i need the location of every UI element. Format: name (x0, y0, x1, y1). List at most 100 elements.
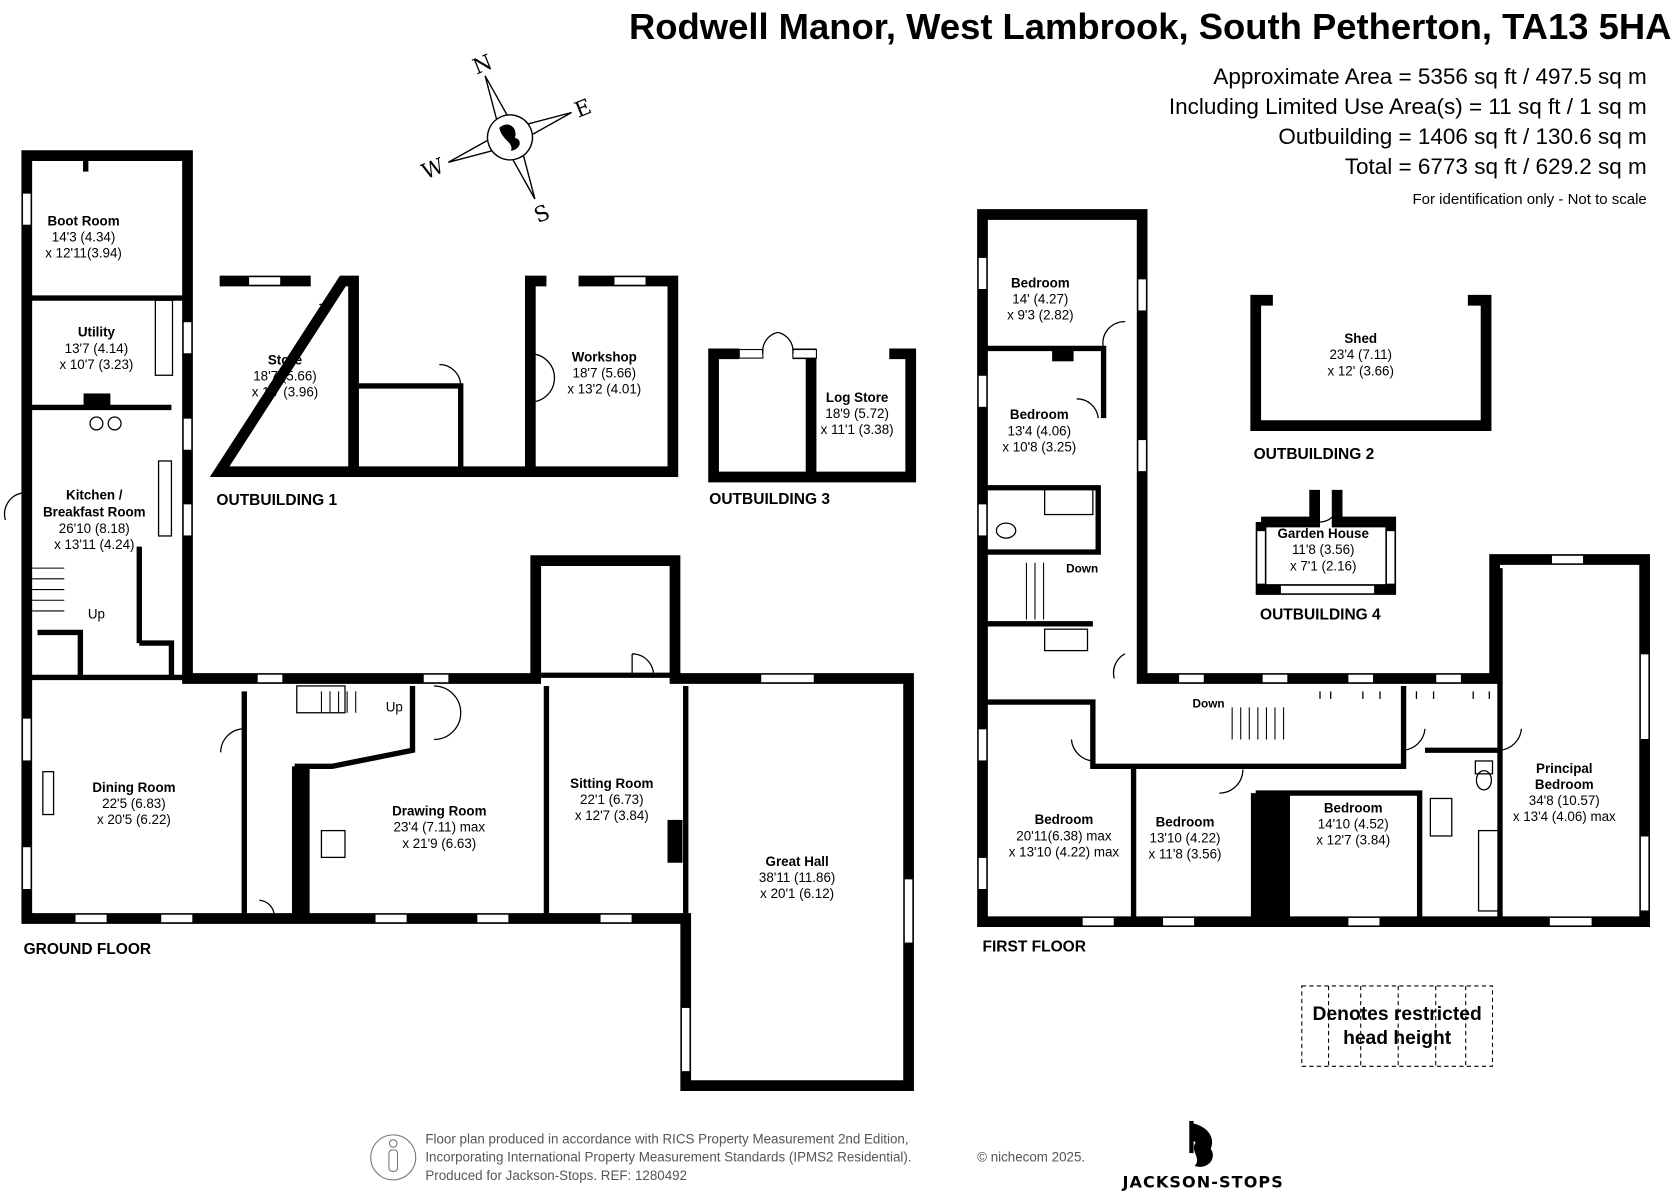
room-text: x 7'1 (2.16) (1290, 558, 1356, 573)
room-text: Log Store (826, 390, 888, 405)
room-text: 34'8 (10.57) (1529, 793, 1600, 808)
stairs-up-label: Up (88, 606, 105, 621)
room-text: Bedroom (1535, 777, 1594, 792)
room-text: Boot Room (48, 213, 120, 228)
stairs-up-label: Up (386, 700, 403, 715)
outbuilding-1-label: OUTBUILDING 1 (216, 492, 337, 509)
approximate-area: Approximate Area = 5356 sq ft / 497.5 sq… (1213, 64, 1646, 89)
room-text: Breakfast Room (43, 505, 146, 520)
footer-line-1: Floor plan produced in accordance with R… (425, 1131, 908, 1146)
room-text: Great Hall (766, 854, 829, 869)
room-text: 13'7 (4.14) (65, 341, 129, 356)
room-text: x 20'5 (6.22) (97, 812, 171, 827)
room-text: x 12'7 (3.84) (1316, 833, 1390, 848)
outbuilding-3-label: OUTBUILDING 3 (709, 491, 830, 508)
room-text: Store (268, 353, 302, 368)
outbuilding-4-label: OUTBUILDING 4 (1260, 607, 1381, 624)
room-text: x 13'2 (4.01) (567, 381, 641, 396)
room-text: 18'7 (5.66) (573, 365, 637, 380)
room-text: Bedroom (1011, 275, 1070, 290)
footer: Floor plan produced in accordance with R… (370, 1120, 1283, 1191)
room-text: x 12' (3.66) (1327, 363, 1393, 378)
outbuilding-area: Outbuilding = 1406 sq ft / 130.6 sq m (1278, 124, 1646, 149)
room-text: x 12'11(3.94) (45, 245, 122, 260)
room-text: Shed (1344, 331, 1377, 346)
room-text: x 10'8 (3.25) (1002, 439, 1076, 454)
compass-w: W (418, 154, 448, 185)
room-text: 22'5 (6.83) (102, 796, 166, 811)
room-text: x 12'7 (3.84) (575, 808, 649, 823)
room-text: Kitchen / (66, 488, 123, 503)
room-text: 14'10 (4.52) (1318, 816, 1389, 831)
room-text: 20'11(6.38) max (1016, 828, 1112, 843)
first-floor: FIRST FLOOR Down Down (977, 209, 1650, 956)
room-text: 18'9 (5.72) (825, 406, 889, 421)
room-text: x 20'1 (6.12) (760, 886, 834, 901)
stairs-down-label: Down (1066, 562, 1098, 575)
room-text: x 11'8 (3.56) (1149, 846, 1222, 861)
room-text: Dining Room (92, 780, 175, 795)
property-title: Rodwell Manor, West Lambrook, South Peth… (629, 6, 1671, 47)
compass-s: S (531, 200, 554, 229)
room-text: 23'4 (7.11) max (394, 820, 486, 835)
room-text: 13'10 (4.22) (1150, 830, 1221, 845)
room-text: x 13' (3.96) (252, 385, 318, 400)
compass-e: E (571, 94, 595, 123)
room-text: Utility (78, 325, 116, 340)
room-text: Bedroom (1035, 812, 1094, 827)
room-text: x 13'11 (4.24) (54, 537, 134, 552)
brand-name: JACKSON-STOPS (1121, 1172, 1283, 1191)
room-text: Bedroom (1324, 800, 1383, 815)
person-icon (370, 1134, 417, 1181)
compass-n: N (469, 50, 496, 80)
compass-rose-icon: N E S W (418, 50, 595, 229)
room-text: 18'7 (5.66) (253, 369, 317, 384)
restricted-head-height-legend: Denotes restricted head height (1301, 985, 1494, 1067)
room-text: x 21'9 (6.63) (402, 836, 476, 851)
room-text: 13'4 (4.06) (1008, 423, 1072, 438)
room-text: 14'3 (4.34) (52, 229, 116, 244)
room-text: Drawing Room (392, 804, 486, 819)
room-text: x 9'3 (2.82) (1007, 308, 1074, 323)
room-text: Bedroom (1010, 407, 1069, 422)
room-text: 22'1 (6.73) (580, 792, 644, 807)
room-text: 38'11 (11.86) (759, 870, 835, 885)
copyright: © nichecom 2025. (977, 1150, 1085, 1165)
legend-line-1: Denotes restricted (1313, 1004, 1482, 1025)
ground-floor-label: GROUND FLOOR (24, 941, 152, 958)
room-text: 23'4 (7.11) (1329, 347, 1392, 362)
room-text: Garden House (1278, 526, 1369, 541)
room-text: Sitting Room (570, 776, 653, 791)
room-text: Bedroom (1156, 814, 1215, 829)
scale-note: For identification only - Not to scale (1413, 191, 1647, 208)
room-text: 26'10 (8.18) (59, 521, 130, 536)
room-text: Workshop (572, 349, 637, 364)
outbuilding-2-label: OUTBUILDING 2 (1254, 446, 1375, 463)
total-area: Total = 6773 sq ft / 629.2 sq m (1345, 154, 1647, 179)
footer-line-2: Incorporating International Property Mea… (425, 1150, 911, 1165)
room-text: x 13'10 (4.22) max (1009, 844, 1120, 859)
ground-floor: GROUND FLOOR Up Up (3, 150, 914, 1091)
room-text: Principal (1536, 761, 1593, 776)
